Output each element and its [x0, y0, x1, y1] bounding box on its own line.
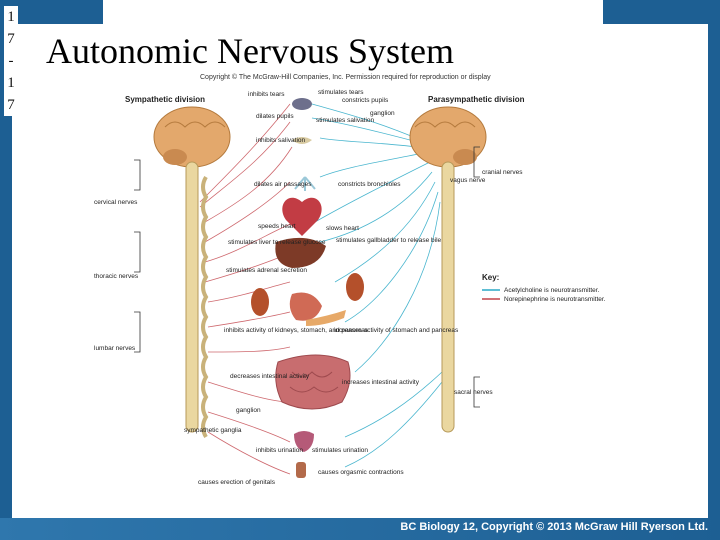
effect-label: speeds heart: [258, 223, 296, 230]
pancreas: [306, 310, 346, 326]
left-kidney: [251, 288, 269, 316]
heart: [282, 197, 322, 236]
nerve-label-sacral: sacral nerves: [454, 389, 493, 396]
left-border: [0, 24, 12, 520]
sympathetic-division-title: Sympathetic division: [125, 95, 205, 104]
effect-label: constricts pupils: [342, 97, 389, 104]
salivary-gland: [292, 137, 312, 144]
legend-key: Key: Acetylcholine is neurotransmitter. …: [482, 273, 606, 303]
effect-label: inhibits activity of kidneys, stomach, a…: [224, 327, 369, 334]
figure-copyright: Copyright © The McGraw-Hill Companies, I…: [200, 74, 491, 81]
right-border: [708, 24, 720, 520]
effect-label: increases intestinal activity: [342, 379, 420, 386]
nerve-label-cranial: cranial nerves: [482, 169, 523, 176]
footer-bar: [0, 518, 720, 540]
left-spinal-cord: [153, 106, 231, 439]
effect-label: ganglion: [370, 110, 395, 117]
key-item-acetylcholine: Acetylcholine is neurotransmitter.: [504, 287, 600, 294]
organs: [251, 98, 364, 478]
key-title: Key:: [482, 273, 499, 282]
effect-label: decreases intestinal activity: [230, 373, 310, 380]
parasympathetic-division-title: Parasympathetic division: [428, 95, 525, 104]
autonomic-nervous-system-diagram: Sympathetic division Parasympathetic div…: [94, 89, 606, 486]
effect-label: inhibits tears: [248, 91, 285, 98]
effect-label: ganglion: [236, 407, 261, 414]
effect-label: stimulates salivation: [316, 117, 375, 124]
key-item-norepinephrine: Norepinephrine is neurotransmitter.: [504, 296, 606, 303]
effect-label: causes erection of genitals: [198, 479, 276, 486]
effect-label: slows heart: [326, 225, 359, 232]
effect-label: constricts bronchioles: [338, 181, 401, 188]
intestines: [275, 354, 351, 410]
sympathetic-ganglia-label: sympathetic ganglia: [184, 427, 242, 434]
effect-label: stimulates gallbladder to release bile: [336, 237, 442, 244]
nerve-label-thoracic: thoracic nerves: [94, 273, 139, 280]
nerve-label-vagus: vagus nerve: [450, 177, 486, 184]
stomach: [289, 292, 322, 321]
left-nerve-brackets: [134, 146, 480, 408]
effect-label: stimulates tears: [318, 89, 364, 96]
slide-number-line: 7: [7, 97, 15, 113]
slide-title: Autonomic Nervous System: [46, 31, 454, 71]
genitals: [296, 462, 306, 478]
right-spinal-cord: [409, 106, 487, 433]
effect-label: inhibits salivation: [256, 137, 306, 144]
effect-label: inhibits urination: [256, 447, 303, 454]
effect-label: dilates air passages: [254, 181, 312, 188]
effect-label: stimulates liver to release glucose: [228, 239, 326, 246]
slide-number: 1 7 - 1 7: [4, 6, 18, 116]
bladder: [294, 431, 314, 452]
slide-number-line: 1: [7, 9, 15, 25]
nerve-label-lumbar: lumbar nerves: [94, 345, 136, 352]
nerve-label-cervical: cervical nerves: [94, 199, 138, 206]
effect-label: causes orgasmic contractions: [318, 469, 404, 476]
effect-label: stimulates urination: [312, 447, 368, 454]
slide-number-line: -: [8, 53, 14, 69]
top-bar-panel: [103, 0, 600, 24]
lungs-airways: [294, 176, 316, 191]
sympathetic-fibers: [199, 103, 296, 475]
effect-label: stimulates adrenal secretion: [226, 267, 307, 274]
slide-number-line: 7: [7, 31, 15, 47]
right-kidney: [346, 273, 364, 301]
eye: [292, 98, 312, 110]
top-bar-separator: [600, 0, 603, 24]
parasympathetic-fibers: [311, 103, 443, 468]
liver: [275, 237, 326, 268]
effect-label: dilates pupils: [256, 113, 294, 120]
effect-label: increases activity of stomach and pancre…: [334, 327, 459, 334]
footer-copyright: BC Biology 12, Copyright © 2013 McGraw H…: [400, 521, 708, 533]
slide-number-line: 1: [7, 75, 15, 91]
